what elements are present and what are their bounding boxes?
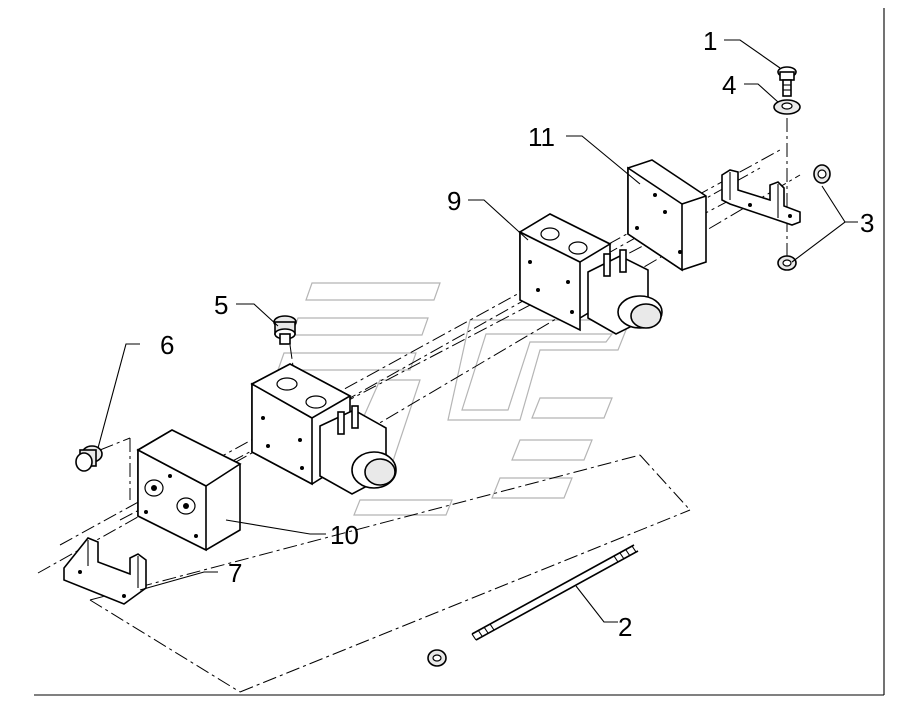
part-10-base-block [136, 429, 242, 552]
part-11-cover-plate [627, 159, 707, 272]
callout-4: 4 [722, 70, 736, 100]
part-2-rod-nut [427, 649, 447, 667]
part-2-threaded-rod [471, 544, 639, 641]
part-1-screw [777, 66, 797, 97]
callout-5: 5 [214, 290, 228, 320]
callout-10: 10 [330, 520, 359, 550]
part-7-bracket [63, 537, 147, 605]
callout-labels: 1 2 3 4 5 6 7 9 10 11 [160, 26, 874, 642]
lower-valve-block [250, 363, 397, 495]
callout-9: 9 [447, 186, 461, 216]
callout-11: 11 [528, 122, 555, 152]
leader-lines [97, 39, 858, 623]
part-4-washer [773, 99, 801, 115]
callout-1: 1 [703, 26, 717, 56]
part-9-valve-block [518, 213, 663, 335]
callout-6: 6 [160, 330, 174, 360]
part-3-nut-bottom [777, 255, 797, 271]
callout-2: 2 [618, 612, 632, 642]
callout-3: 3 [860, 208, 874, 238]
part-6-fitting [75, 445, 103, 472]
callout-7: 7 [228, 558, 242, 588]
part-5-fitting [273, 315, 297, 345]
bracket-upper [721, 169, 801, 226]
part-3-nut-top [813, 164, 831, 184]
